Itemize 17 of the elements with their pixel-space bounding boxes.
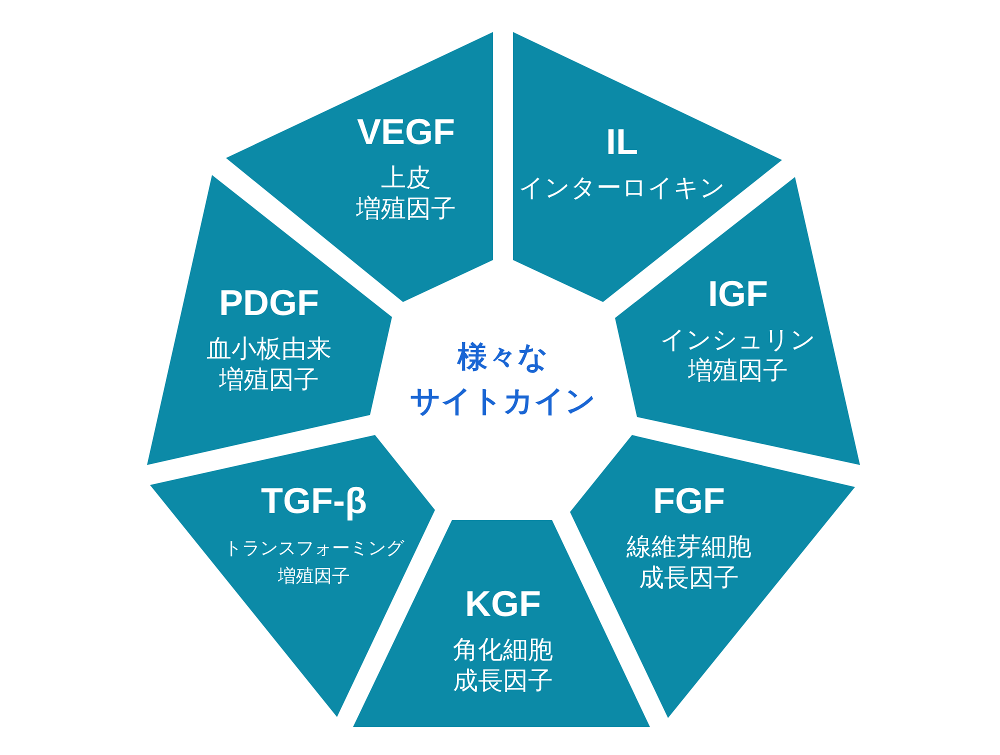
segment-heading: FGF	[653, 478, 725, 522]
segment-description: 上皮増殖因子	[356, 162, 456, 224]
segment-heading: TGF-β	[261, 478, 367, 522]
heptagon-segment	[150, 435, 435, 717]
segment-description: インターロイキン	[518, 172, 726, 204]
segment-heading: IL	[606, 120, 638, 162]
heptagon-segment	[570, 435, 855, 718]
segment-description: 角化細胞成長因子	[453, 634, 553, 696]
segment-heading: PDGF	[218, 280, 319, 324]
segment-description: 血小板由来増殖因子	[206, 334, 332, 396]
segment-description: 線維芽細胞成長因子	[626, 532, 752, 594]
segment-heading: KGF	[465, 582, 541, 624]
segment-heading: VEGF	[356, 110, 455, 152]
segment-description: インシュリン増殖因子	[660, 324, 816, 386]
segment-heading: IGF	[708, 272, 768, 314]
center-heading: 様々なサイトカイン	[410, 340, 596, 420]
segment-description: トランスフォーミング増殖因子	[224, 536, 404, 588]
